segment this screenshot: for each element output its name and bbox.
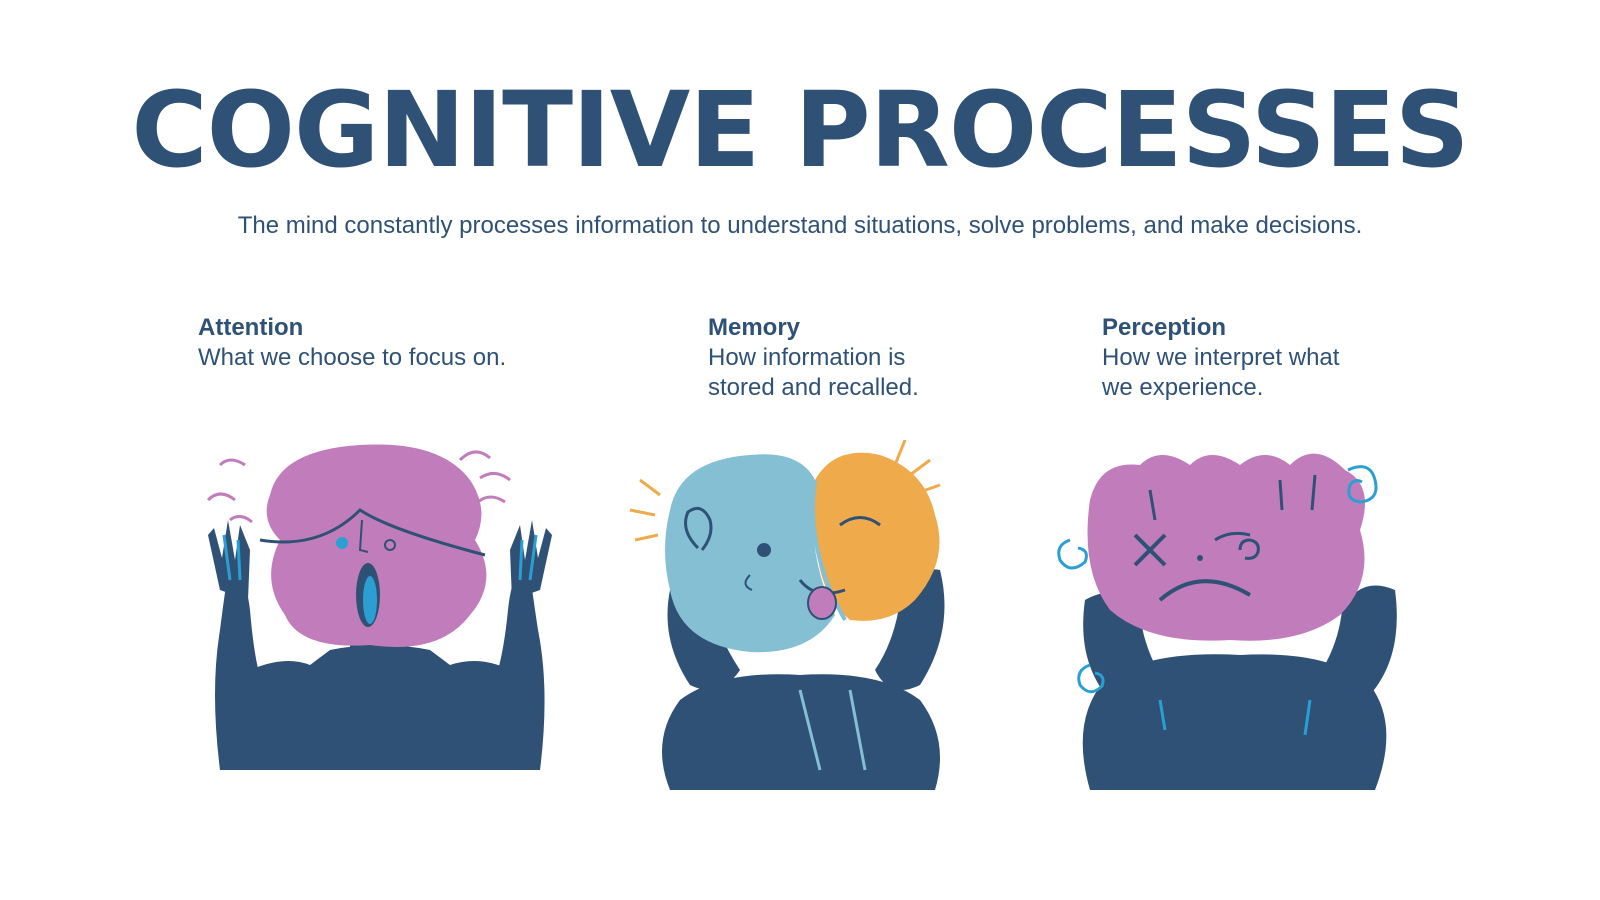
page-title: COGNITIVE PROCESSES [131,69,1469,191]
surprised-person-illustration [206,444,552,770]
page-subtitle: The mind constantly processes informatio… [237,212,1363,239]
card-heading: Memory [708,314,801,341]
card-description: How information is stored and recalled. [708,344,919,402]
card-heading: Perception [1102,314,1227,341]
card-description: How we interpret what we experience. [1102,344,1340,402]
daydreaming-person-illustration [629,440,945,790]
card-heading: Attention [198,314,304,341]
card-perception: Perception How we interpret what we expe… [1102,312,1432,403]
card-description: What we choose to focus on. [198,344,507,372]
card-memory: Memory How information is stored and rec… [708,312,1038,403]
card-attention: Attention What we choose to focus on. [198,312,528,373]
dizzy-person-illustration [1057,453,1397,790]
